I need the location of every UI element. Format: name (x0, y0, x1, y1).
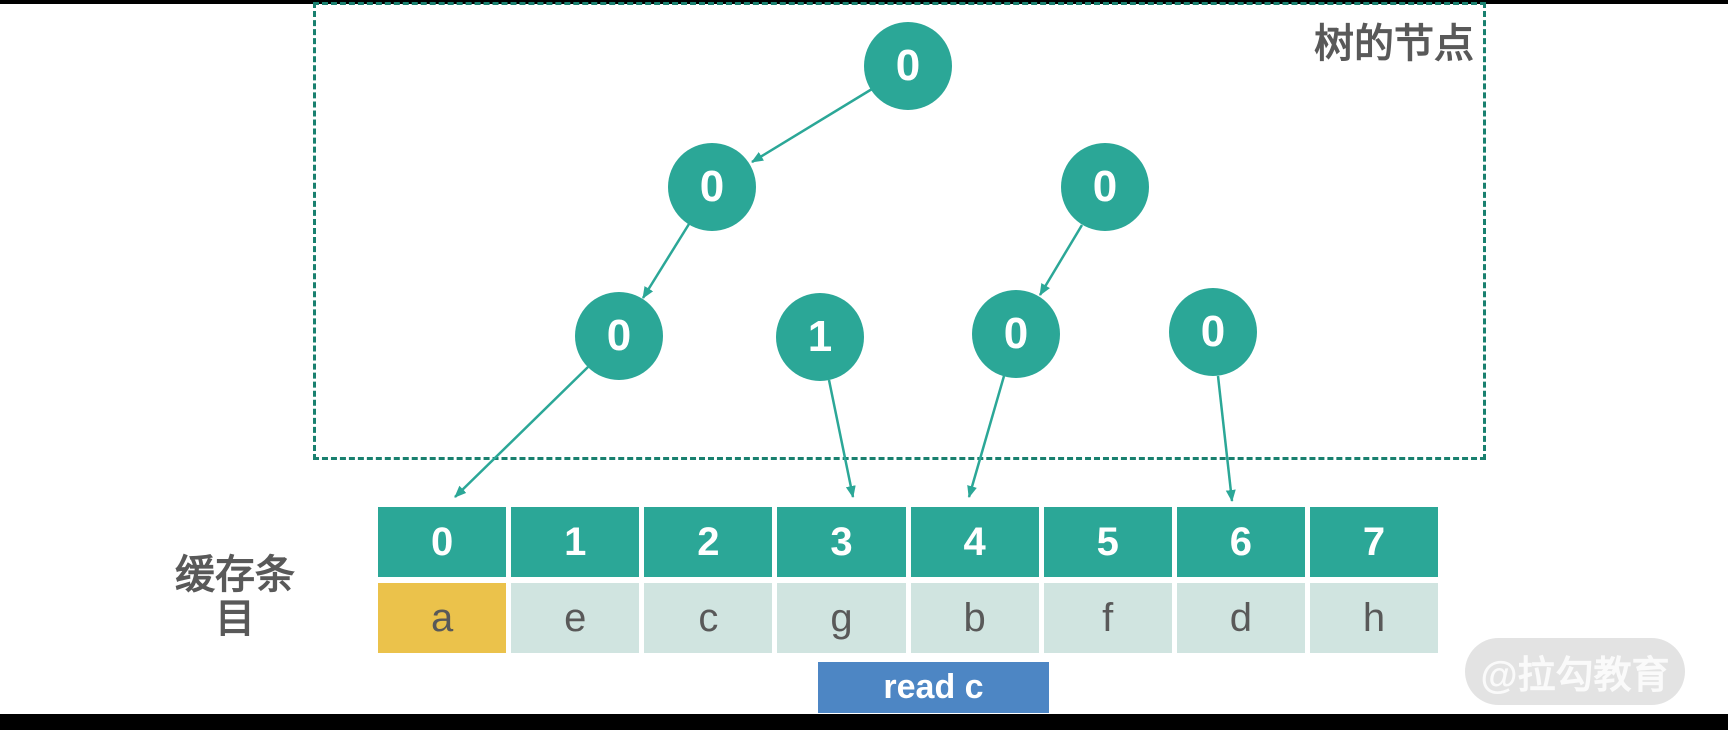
cache-table: 0 1 2 3 4 5 6 7 a e c g b f d h (378, 507, 1438, 653)
cache-index-cell: 3 (777, 507, 906, 577)
cache-index-cell: 2 (644, 507, 773, 577)
tree-node-root: 0 (864, 22, 952, 110)
cache-entry-cell: d (1176, 583, 1305, 653)
watermark-pill: @拉勾教育 (1465, 638, 1685, 705)
cache-index-cell: 1 (511, 507, 640, 577)
bottom-frame-bar (0, 714, 1728, 730)
cache-entry-cell: a (378, 583, 507, 653)
read-action-badge: read c (818, 662, 1049, 713)
cache-entries-label: 缓存条目 (175, 553, 295, 641)
cache-index-cell: 4 (910, 507, 1039, 577)
cache-index-cell: 7 (1309, 507, 1438, 577)
tree-node-left: 0 (668, 143, 756, 231)
cache-entry-cell: f (1043, 583, 1172, 653)
cache-index-cell: 6 (1176, 507, 1305, 577)
tree-box-label: 树的节点 (1314, 22, 1474, 66)
tree-node-leaf-rr: 0 (1169, 288, 1257, 376)
tree-node-leaf-lr: 1 (776, 293, 864, 381)
tree-dashed-box (313, 2, 1486, 460)
cache-index-cell: 5 (1043, 507, 1172, 577)
cache-entry-cell: b (910, 583, 1039, 653)
cache-entry-cell: h (1309, 583, 1438, 653)
tree-node-right: 0 (1061, 143, 1149, 231)
cache-entry-cell: g (777, 583, 906, 653)
tree-node-leaf-rl: 0 (972, 290, 1060, 378)
cache-index-cell: 0 (378, 507, 507, 577)
cache-entry-cell: e (511, 583, 640, 653)
cache-entry-cell: c (644, 583, 773, 653)
tree-node-leaf-ll: 0 (575, 292, 663, 380)
